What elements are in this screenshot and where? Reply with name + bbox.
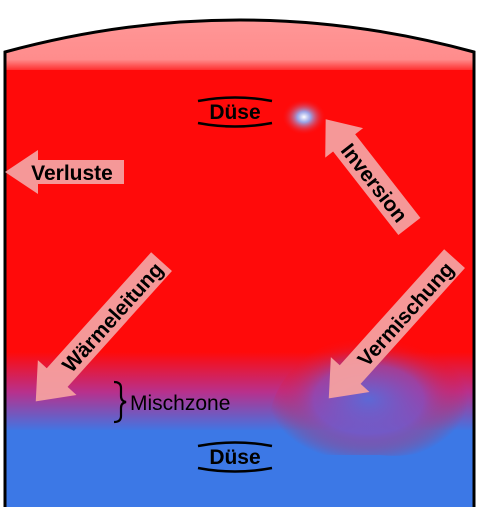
nozzle-top: Düse [197,96,273,128]
tank-outline [3,18,476,507]
nozzle-bottom: Düse [197,441,273,473]
nozzle-bottom-label: Düse [209,446,260,469]
losses-label: Verluste [31,162,113,185]
losses-arrow: Verluste [5,150,124,194]
inversion-glow [282,99,326,135]
mixing-plume [268,330,469,456]
brace-icon [113,380,127,424]
mixing-zone-label: Mischzone [130,392,230,415]
mixing-zone-annotation: Mischzone [113,380,230,424]
nozzle-top-label: Düse [209,101,260,124]
